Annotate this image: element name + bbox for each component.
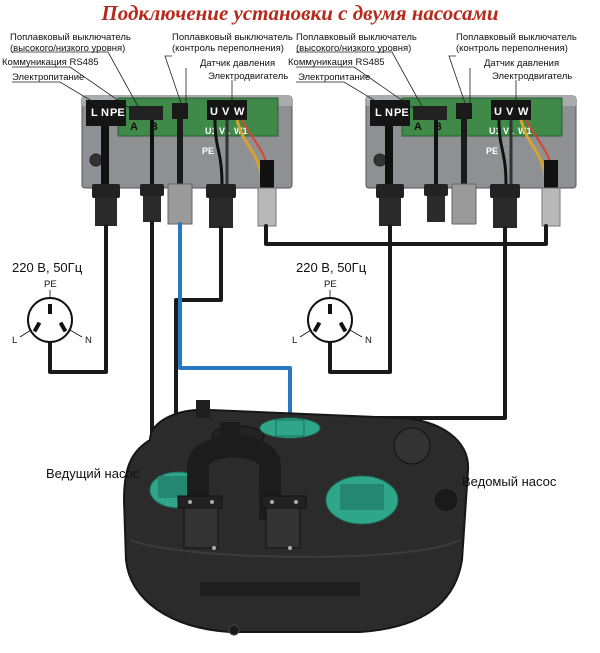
terminal-n: N <box>101 107 109 119</box>
label-float-switch-overflow: Поплавковый выключатель <box>172 32 293 43</box>
terminal-pe-board: PE <box>202 146 214 156</box>
terminal-v: V <box>222 106 230 118</box>
ground-screw <box>373 153 387 167</box>
control-box-right: L N PE A B U V W U1 V1 W1 PE <box>365 95 577 228</box>
terminal-w: W <box>518 106 529 118</box>
gland-float-nut <box>143 196 161 222</box>
label-power: Электропитание <box>298 72 370 83</box>
terminal-u1: U1 <box>205 126 217 136</box>
terminal-pe: PE <box>110 107 125 119</box>
gland-float-nut <box>427 196 445 222</box>
socket-l-label: L <box>12 335 17 346</box>
gland-float <box>424 184 448 196</box>
gland-motor <box>206 184 236 198</box>
page-title: Подключение установки с двумя насосами <box>100 1 498 25</box>
motor-terminal-block <box>491 100 531 120</box>
supply-voltage: 220 В, 50Гц <box>12 260 83 275</box>
terminal-l: L <box>91 107 98 119</box>
gland-float <box>140 184 164 196</box>
label-master-pump: Ведущий насос <box>46 466 140 481</box>
power-terminal-block <box>370 100 410 126</box>
power-cable-left <box>48 224 108 374</box>
label-motor: Электродвигатель <box>208 71 288 82</box>
label-pressure-sensor: Датчик давления <box>484 58 559 69</box>
terminal-v1: V1 <box>503 126 514 136</box>
connector-plug <box>257 187 277 227</box>
leader-lines <box>12 51 517 113</box>
power-cable-right <box>328 224 392 374</box>
terminal-a: A <box>414 121 422 133</box>
pressure-fitting <box>167 183 193 225</box>
gland-power <box>92 184 120 198</box>
label-float-switch-level: Поплавковый выключатель <box>296 32 417 43</box>
label-float-switch-level-sub: (высокого/низкого уровня) <box>10 43 125 54</box>
connector-plug <box>541 187 561 227</box>
power-socket-left: 220 В, 50Гц PE L N <box>12 260 92 346</box>
terminal-n: N <box>385 107 393 119</box>
rs485-connector <box>413 106 447 120</box>
tank-label-plate <box>200 582 360 596</box>
black-cable-stub <box>544 160 558 190</box>
pump-station <box>122 400 470 636</box>
terminal-pe: PE <box>394 107 409 119</box>
socket-l-label: L <box>292 335 297 346</box>
motor-cable-left <box>174 226 223 482</box>
terminal-u: U <box>494 106 502 118</box>
cables <box>48 220 548 482</box>
control-box-left: L N PE A B U V W U1 V1 W1 PE <box>81 95 293 228</box>
black-cable-stub <box>260 160 274 190</box>
pressure-connector <box>172 103 188 119</box>
label-float-switch-level-sub: (высокого/низкого уровня) <box>296 43 411 54</box>
label-float-switch-overflow-sub: (контроль переполнения) <box>456 43 568 54</box>
power-socket-right: 220 В, 50Гц PE L N <box>292 260 372 346</box>
supply-voltage: 220 В, 50Гц <box>296 260 367 275</box>
ground-screw <box>89 153 103 167</box>
terminal-v: V <box>506 106 514 118</box>
label-float-switch-level: Поплавковый выключатель <box>10 32 131 43</box>
motor-terminal-block <box>207 100 247 120</box>
terminal-l: L <box>375 107 382 119</box>
terminal-u1: U1 <box>489 126 501 136</box>
rs485-link-cable <box>264 224 548 246</box>
gland-motor <box>490 184 520 198</box>
check-valve-left <box>183 507 219 549</box>
label-float-switch-overflow-sub: (контроль переполнения) <box>172 43 284 54</box>
rs485-connector <box>129 106 163 120</box>
label-rs485: Коммуникация RS485 <box>2 57 99 68</box>
socket-n-label: N <box>85 335 92 346</box>
terminal-v1: V1 <box>219 126 230 136</box>
label-power: Электропитание <box>12 72 84 83</box>
terminal-w: W <box>234 106 245 118</box>
label-pressure-sensor: Датчик давления <box>200 58 275 69</box>
label-float-switch-overflow: Поплавковый выключатель <box>456 32 577 43</box>
label-motor: Электродвигатель <box>492 71 572 82</box>
terminal-pe-board: PE <box>486 146 498 156</box>
socket-n-label: N <box>365 335 372 346</box>
terminal-u: U <box>210 106 218 118</box>
pressure-fitting <box>451 183 477 225</box>
gland-power-nut <box>95 198 117 226</box>
pressure-tube-blue <box>178 222 292 434</box>
label-rs485: Коммуникация RS485 <box>288 57 385 68</box>
power-terminal-block <box>86 100 126 126</box>
gland-motor-nut <box>493 198 517 228</box>
label-slave-pump: Ведомый насос <box>462 474 557 489</box>
gland-power-nut <box>379 198 401 226</box>
pressure-connector <box>456 103 472 119</box>
socket-pe-label: PE <box>324 279 337 290</box>
check-valve-right <box>265 507 301 549</box>
gland-power <box>376 184 404 198</box>
terminal-a: A <box>130 121 138 133</box>
socket-pe-label: PE <box>44 279 57 290</box>
gland-motor-nut <box>209 198 233 228</box>
